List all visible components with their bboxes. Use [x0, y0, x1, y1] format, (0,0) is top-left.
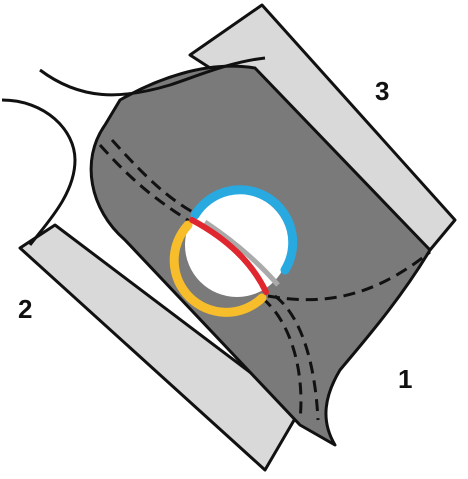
label-piece-2: 2	[18, 294, 32, 324]
label-piece-3: 3	[375, 76, 389, 106]
label-piece-1: 1	[398, 364, 412, 394]
edge-curve-left	[2, 100, 75, 245]
